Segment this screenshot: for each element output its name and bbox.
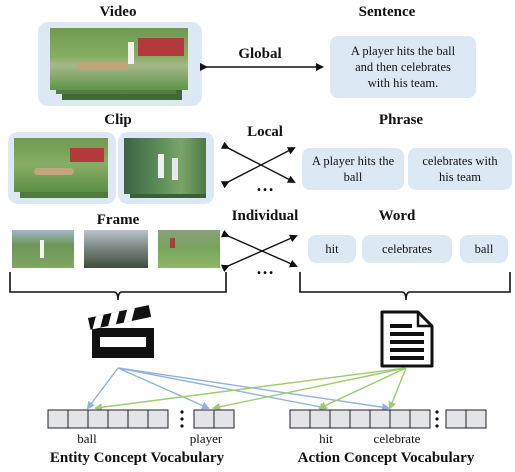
word-box-hit: hit [308,235,356,263]
frame-3 [158,230,220,268]
entity-cell [47,409,69,429]
entity-cell [193,409,215,429]
entity-cell [87,409,109,429]
word-heading: Word [378,208,416,224]
entity-vocabulary [47,409,235,429]
frame-1 [12,230,74,268]
action-cell [369,409,391,429]
action-cell [409,409,431,429]
local-label: Local [247,124,283,140]
entity-cell [107,409,129,429]
action-vocabulary-title: Action Concept Vocabulary [297,450,475,466]
individual-cross-arrows [220,229,298,273]
sentence-box: A player hits the ball and then celebrat… [330,36,476,98]
phrase-box-1: A player hits the ball [302,148,404,190]
action-cell [349,409,371,429]
sentence-heading: Sentence [358,4,416,20]
phrase-heading: Phrase [378,112,424,128]
text-bracket [299,272,511,301]
document-icon [380,310,434,368]
action-vocabulary [289,409,487,429]
action-dots [435,410,439,428]
entity-cell [147,409,169,429]
action-cell [445,409,467,429]
entity-cell [67,409,89,429]
video-bracket [9,272,227,301]
individual-label: Individual [231,208,299,224]
clip-2-frame-front [124,138,206,194]
global-label: Global [238,46,282,62]
word-box-celebrates: celebrates [362,235,452,263]
entity-cell [213,409,235,429]
action-cell [309,409,331,429]
action-label-celebrate: celebrate [373,431,421,446]
entity-dots [180,410,184,428]
video-frame-front [50,28,188,90]
action-cell [465,409,487,429]
clip-1-frame-front [14,138,108,192]
entity-label-ball: ball [77,431,97,446]
entity-vocabulary-title: Entity Concept Vocabulary [49,450,225,466]
phrase-box-2: celebrates with his team [408,148,512,190]
frame-2 [84,230,148,268]
action-label-hit: hit [319,431,333,446]
entity-cell [127,409,149,429]
video-heading: Video [99,4,137,20]
frame-heading: Frame [96,212,140,228]
action-cell [329,409,351,429]
video-to-concept-arrows [86,367,390,412]
clapperboard-icon [88,305,154,358]
text-to-concept-arrows [94,367,407,412]
clip-heading: Clip [104,112,132,128]
entity-label-player: player [189,431,223,446]
action-cell [289,409,311,429]
word-box-ball: ball [460,235,508,263]
action-cell [389,409,411,429]
local-cross-arrows [220,141,296,189]
